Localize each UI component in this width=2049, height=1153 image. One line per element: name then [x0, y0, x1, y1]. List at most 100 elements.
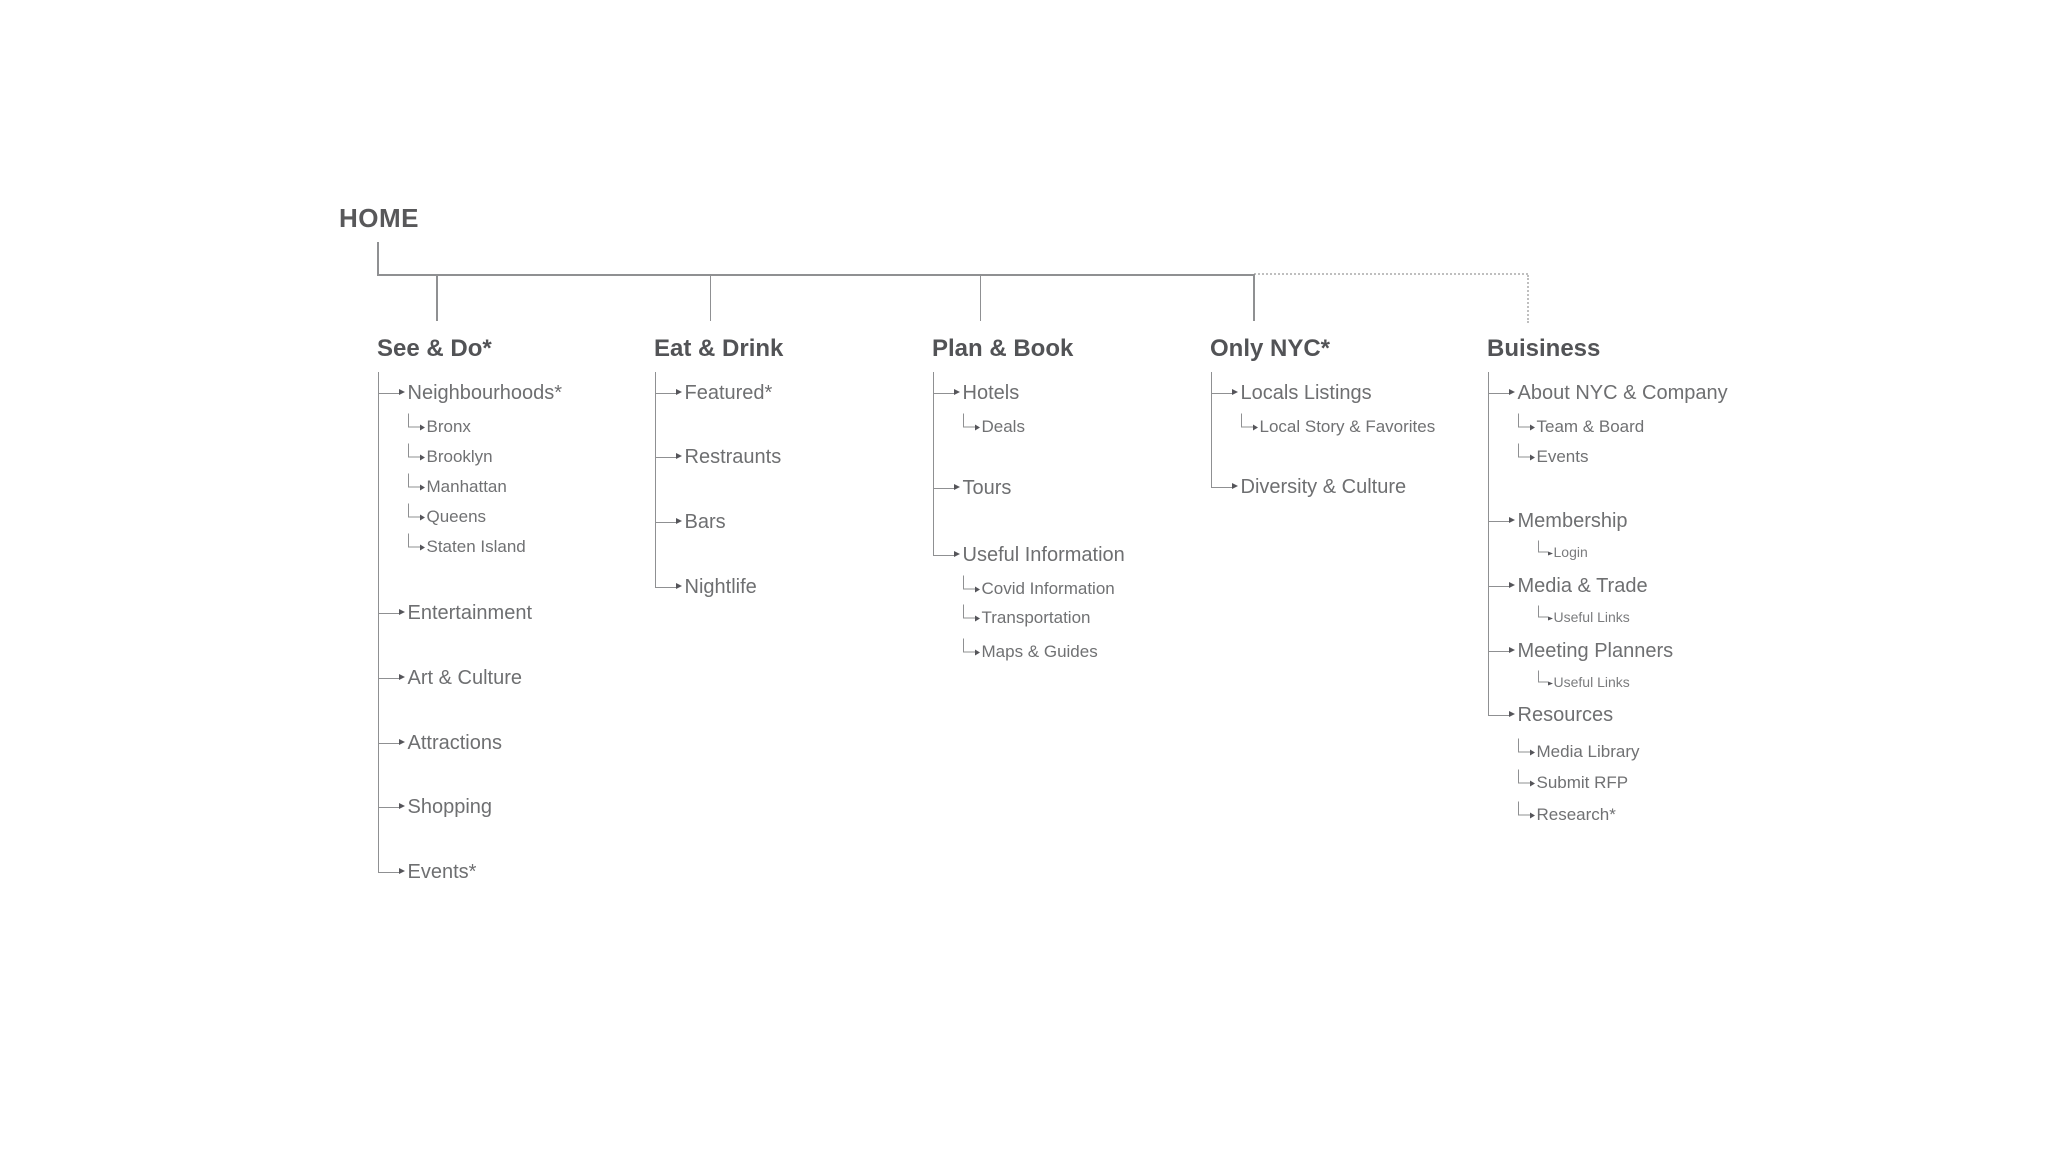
branch-arrow-icon [1487, 389, 1515, 396]
sitemap-node: Art & Culture [377, 665, 522, 691]
node-label: Local Story & Favorites [1259, 417, 1436, 436]
branch-arrow-icon [377, 609, 405, 616]
branch-arrow-icon [377, 389, 405, 396]
sitemap-node: Featured* [654, 380, 773, 406]
node-label: About NYC & Company [1517, 381, 1728, 404]
node-label: Manhattan [426, 477, 507, 496]
sitemap-node: Hotels [932, 380, 1020, 406]
sitemap-node: Restraunts [654, 444, 782, 470]
branch-arrow-icon [1487, 582, 1515, 589]
elbow-arrow-icon [962, 575, 980, 593]
sitemap-node: Useful Information [932, 542, 1125, 568]
sitemap-node: Locals Listings [1210, 380, 1372, 406]
trunk-line-dotted [1254, 273, 1528, 275]
node-label: Tours [962, 476, 1012, 499]
elbow-arrow-icon [1517, 413, 1535, 431]
elbow-arrow-icon [962, 413, 980, 431]
column-connector-line [1210, 372, 1212, 487]
sitemap-subnode: Team & Board [1517, 413, 1645, 438]
drop-line-business-dotted [1527, 275, 1529, 323]
branch-arrow-icon [654, 518, 682, 525]
branch-arrow-icon [1487, 711, 1515, 718]
drop-line-eat-drink [709, 274, 711, 321]
branch-arrow-icon [932, 389, 960, 396]
sitemap-subnode: Staten Island [407, 533, 526, 558]
column-header: Buisiness [1487, 335, 1601, 362]
sitemap-subnode-small: Login [1537, 540, 1588, 562]
node-label: Media & Trade [1517, 574, 1648, 597]
drop-line-see-do [436, 274, 438, 321]
node-label: Brooklyn [426, 447, 493, 466]
drop-line-only-nyc [1253, 274, 1255, 321]
node-label: Locals Listings [1240, 381, 1372, 404]
sitemap-node: Nightlife [654, 574, 757, 600]
elbow-arrow-icon [1240, 413, 1258, 431]
branch-arrow-icon [377, 674, 405, 681]
elbow-arrow-icon [1537, 605, 1553, 621]
elbow-arrow-icon [407, 473, 425, 491]
node-label: Nightlife [684, 575, 757, 598]
node-label: Team & Board [1536, 417, 1645, 436]
column-connector-line [377, 372, 379, 872]
sitemap-subnode: Research* [1517, 801, 1616, 826]
node-label: Deals [981, 417, 1025, 436]
sitemap-node: Bars [654, 509, 726, 535]
sitemap-subnode: Covid Information [962, 575, 1115, 600]
sitemap-subnode-small: Useful Links [1537, 605, 1630, 627]
drop-line-plan-book [979, 274, 981, 321]
sitemap-node: Entertainment [377, 600, 533, 626]
sitemap-node: Tours [932, 475, 1012, 501]
branch-arrow-icon [377, 739, 405, 746]
column-header: Only NYC* [1210, 335, 1331, 362]
sitemap-subnode: Manhattan [407, 473, 507, 498]
sitemap-subnode: Bronx [407, 413, 471, 438]
node-label: Shopping [407, 795, 493, 818]
elbow-arrow-icon [1517, 801, 1535, 819]
branch-arrow-icon [932, 551, 960, 558]
node-label: Restraunts [684, 445, 782, 468]
branch-arrow-icon [377, 803, 405, 810]
sitemap-node: Events* [377, 859, 476, 885]
sitemap-node: Neighbourhoods* [377, 380, 562, 406]
node-label: Useful Links [1553, 674, 1630, 690]
elbow-arrow-icon [1537, 670, 1553, 686]
sitemap-subnode: Transportation [962, 604, 1090, 629]
branch-arrow-icon [1210, 483, 1238, 490]
node-label: Submit RFP [1536, 773, 1629, 792]
elbow-arrow-icon [1537, 540, 1553, 556]
node-label: Art & Culture [407, 666, 522, 689]
elbow-arrow-icon [407, 533, 425, 551]
sitemap-subnode: Deals [962, 413, 1025, 438]
branch-arrow-icon [1487, 647, 1515, 654]
branch-arrow-icon [1487, 517, 1515, 524]
node-label: Research* [1536, 805, 1616, 824]
sitemap-subnode: Media Library [1517, 738, 1640, 763]
elbow-arrow-icon [407, 443, 425, 461]
column-header: Eat & Drink [654, 335, 784, 362]
sitemap-subnode: Events [1517, 443, 1588, 468]
node-label: Entertainment [407, 601, 533, 624]
node-label: Resources [1517, 703, 1614, 726]
node-label: Bronx [426, 417, 471, 436]
sitemap-node: Media & Trade [1487, 573, 1648, 599]
home-node: HOME [339, 203, 419, 233]
node-label: Hotels [962, 381, 1020, 404]
sitemap-node: Shopping [377, 794, 493, 820]
node-label: Meeting Planners [1517, 639, 1674, 662]
sitemap-subnode: Brooklyn [407, 443, 493, 468]
node-label: Useful Links [1553, 609, 1630, 625]
node-label: Featured* [684, 381, 773, 404]
node-label: Covid Information [981, 579, 1115, 598]
sitemap-node: Membership [1487, 508, 1628, 534]
sitemap-node: Diversity & Culture [1210, 474, 1406, 500]
elbow-arrow-icon [1517, 769, 1535, 787]
sitemap-node: About NYC & Company [1487, 380, 1728, 406]
node-label: Attractions [407, 731, 502, 754]
node-label: Queens [426, 507, 487, 526]
elbow-arrow-icon [407, 413, 425, 431]
home-connector-line [377, 242, 379, 275]
column-header: See & Do* [377, 335, 492, 362]
node-label: Bars [684, 510, 726, 533]
branch-arrow-icon [1210, 389, 1238, 396]
